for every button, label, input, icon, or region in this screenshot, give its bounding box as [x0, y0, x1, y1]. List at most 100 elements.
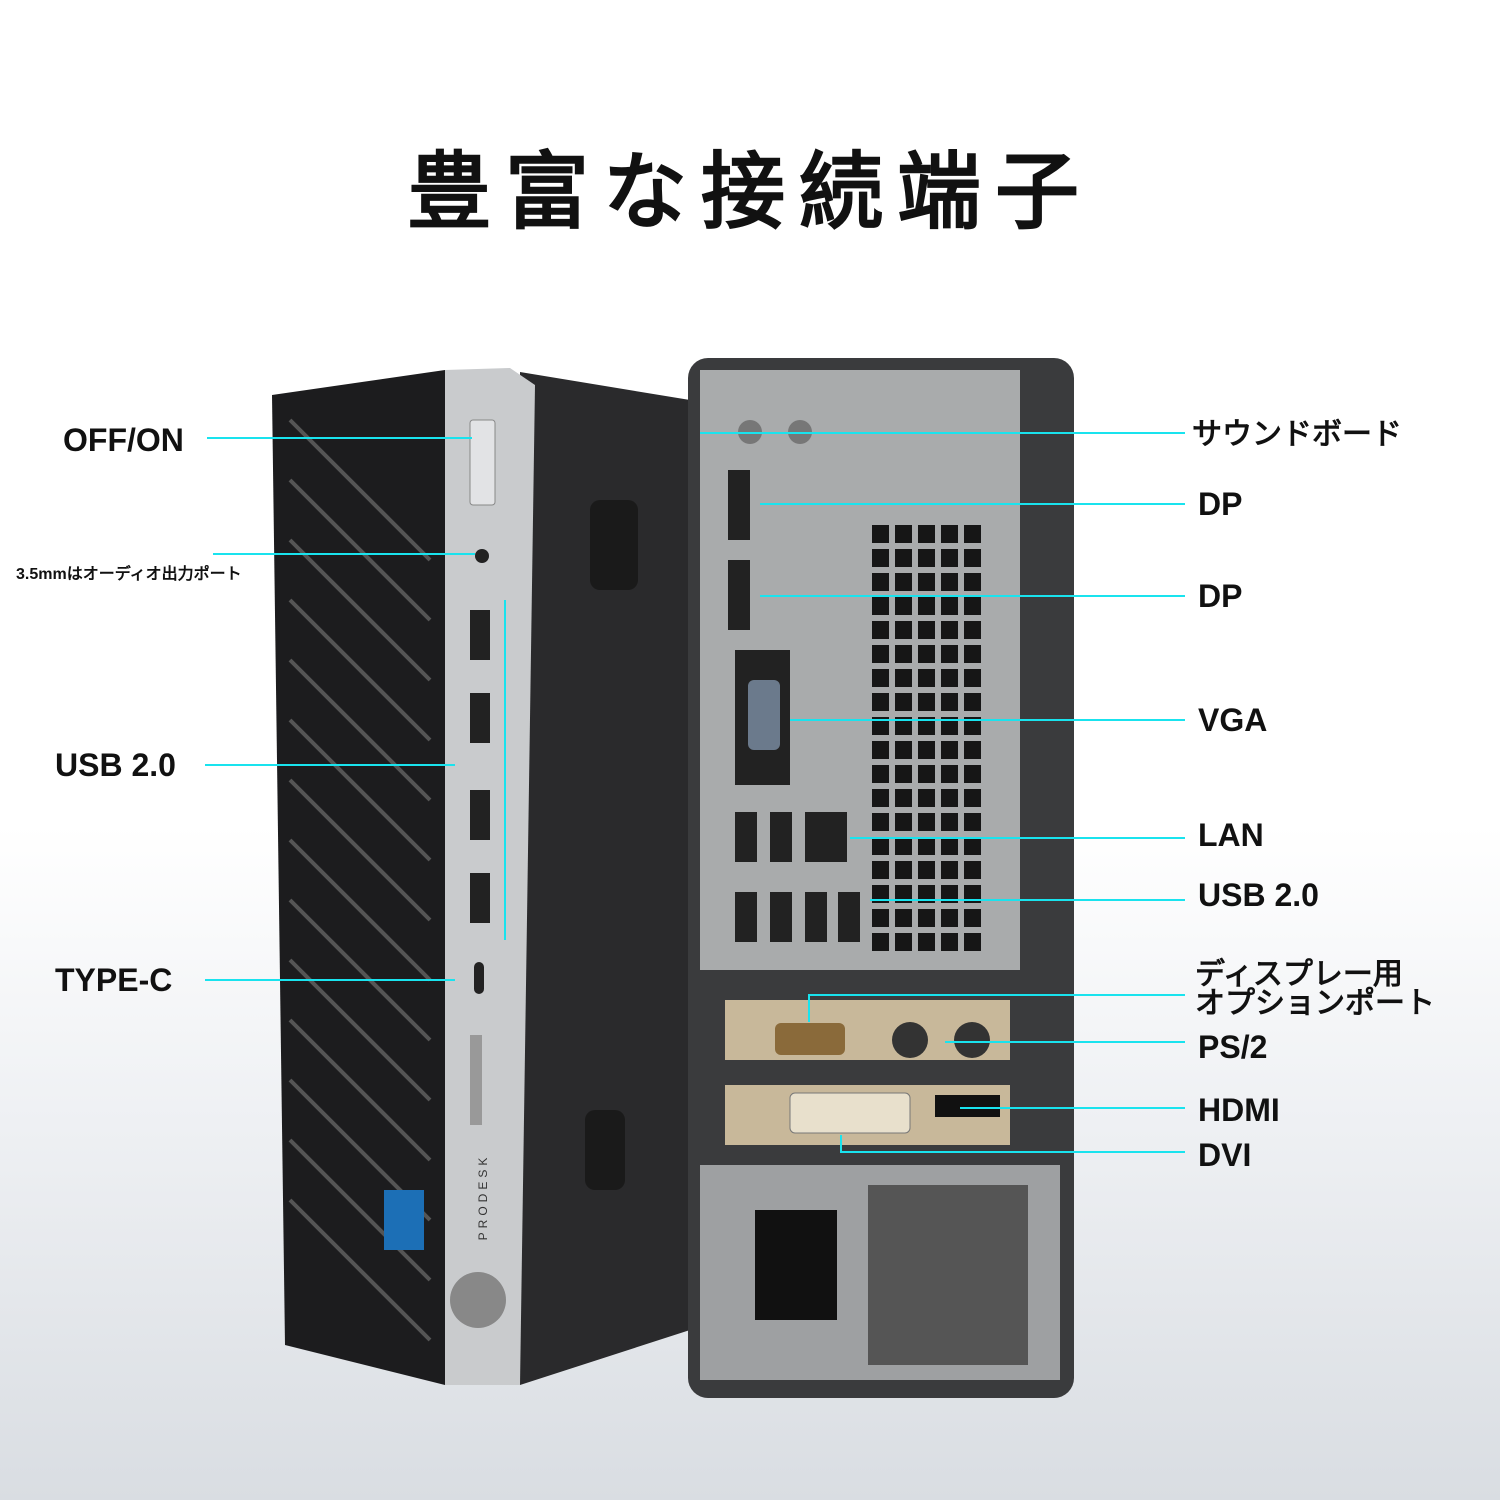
vent-hole	[918, 717, 935, 735]
vent-hole	[941, 861, 958, 879]
vent-hole	[918, 669, 935, 687]
leader-front-usb	[205, 764, 455, 766]
vent-hole	[872, 621, 889, 639]
leader-hdmi	[960, 1107, 1185, 1109]
vent-hole	[872, 645, 889, 663]
vent-hole	[964, 645, 981, 663]
vent-hole	[964, 837, 981, 855]
label-option-line2: オプションポート	[1195, 986, 1435, 1021]
vent-hole	[918, 621, 935, 639]
vent-hole	[895, 741, 912, 759]
leader-front-usb-bracket	[504, 600, 506, 940]
vent-hole	[964, 909, 981, 927]
vent-hole	[964, 885, 981, 903]
vent-hole	[872, 597, 889, 615]
leader-rear-usb	[870, 899, 1185, 901]
vent-hole	[918, 765, 935, 783]
vent-hole	[872, 933, 889, 951]
vent-hole	[964, 741, 981, 759]
label-option-line1: ディスプレー用	[1195, 957, 1403, 992]
vent-hole	[941, 717, 958, 735]
vent-hole	[872, 741, 889, 759]
vent-hole	[964, 765, 981, 783]
vent-hole	[918, 789, 935, 807]
vent-hole	[941, 597, 958, 615]
serial-port	[775, 1023, 845, 1055]
label-ps2: PS/2	[1198, 1029, 1268, 1065]
vent-hole	[895, 837, 912, 855]
label-power: OFF/ON	[63, 422, 184, 458]
vent-hole	[964, 717, 981, 735]
lan-port	[805, 812, 847, 862]
vent-hole	[895, 765, 912, 783]
leader-audio	[213, 553, 475, 555]
vent-hole	[964, 693, 981, 711]
label-lan: LAN	[1198, 817, 1264, 853]
vent-hole	[872, 765, 889, 783]
vent-hole	[895, 597, 912, 615]
leader-option	[808, 994, 1185, 996]
vent-hole	[918, 813, 935, 831]
vent-hole	[872, 573, 889, 591]
vent-hole	[872, 525, 889, 543]
ps2-port-2	[954, 1022, 990, 1058]
vent-hole	[964, 813, 981, 831]
leader-lan	[850, 837, 1185, 839]
vent-hole	[941, 885, 958, 903]
vent-hole	[872, 813, 889, 831]
vent-hole	[918, 525, 935, 543]
vga-port	[748, 680, 780, 750]
vent-hole	[941, 645, 958, 663]
label-rear-usb: USB 2.0	[1198, 877, 1319, 913]
leader-dp1	[760, 503, 1185, 505]
vent-hole	[895, 645, 912, 663]
vent-hole	[872, 717, 889, 735]
vent-hole	[941, 573, 958, 591]
vent-hole	[895, 693, 912, 711]
leader-dvi-drop	[840, 1135, 842, 1153]
vent-hole	[964, 789, 981, 807]
vent-hole	[872, 909, 889, 927]
vent-hole	[872, 837, 889, 855]
vent-hole	[895, 549, 912, 567]
intel-badge	[384, 1190, 424, 1250]
vent-hole	[964, 861, 981, 879]
vent-hole	[941, 909, 958, 927]
label-dp-2: DP	[1198, 578, 1243, 614]
typec-port	[474, 962, 484, 994]
label-front-usb: USB 2.0	[55, 747, 176, 783]
leader-typec	[205, 979, 455, 981]
vent-hole	[941, 621, 958, 639]
vent-grid	[872, 525, 981, 951]
vent-hole	[941, 837, 958, 855]
vent-hole	[895, 933, 912, 951]
model-name: PRODESK	[476, 1153, 490, 1241]
vent-hole	[918, 597, 935, 615]
vent-hole	[895, 525, 912, 543]
vent-hole	[941, 549, 958, 567]
vent-hole	[941, 669, 958, 687]
label-typec: TYPE-C	[55, 962, 173, 998]
hp-logo	[450, 1272, 506, 1328]
hdmi-port	[935, 1095, 1000, 1117]
vent-hole	[872, 861, 889, 879]
vent-hole	[964, 669, 981, 687]
vent-hole	[918, 885, 935, 903]
vent-hole	[941, 525, 958, 543]
vent-hole	[872, 885, 889, 903]
leader-power	[207, 437, 472, 439]
vent-hole	[964, 621, 981, 639]
vent-hole	[872, 693, 889, 711]
vent-hole	[964, 597, 981, 615]
dp-port-1	[728, 470, 750, 540]
vent-hole	[941, 765, 958, 783]
label-dvi: DVI	[1198, 1137, 1252, 1173]
leader-sound	[700, 432, 1185, 434]
dvi-port	[789, 1092, 911, 1134]
pc-foot-bottom	[585, 1110, 625, 1190]
vent-hole	[872, 789, 889, 807]
vent-hole	[895, 813, 912, 831]
vent-hole	[895, 861, 912, 879]
vent-hole	[872, 549, 889, 567]
vent-hole	[895, 885, 912, 903]
